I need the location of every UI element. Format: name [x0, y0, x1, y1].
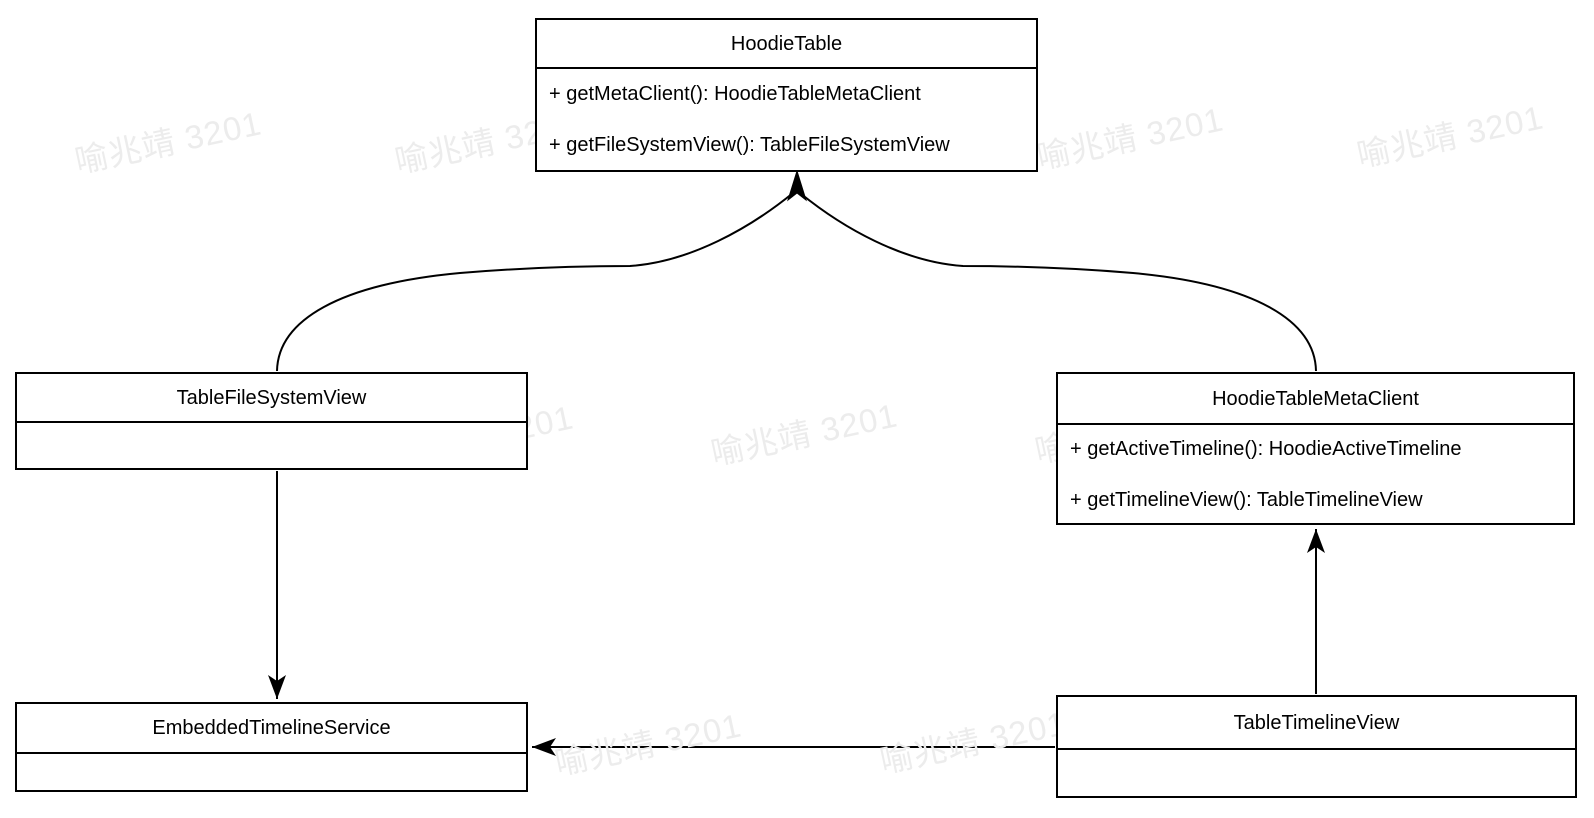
class-embeddedtimelineservice: EmbeddedTimelineService: [15, 702, 528, 792]
class-method: + getFileSystemView(): TableFileSystemVi…: [549, 134, 950, 156]
class-title: HoodieTable: [537, 20, 1036, 69]
class-title: TableFileSystemView: [17, 374, 526, 423]
class-title: HoodieTableMetaClient: [1058, 374, 1573, 425]
class-title: EmbeddedTimelineService: [17, 704, 526, 754]
class-tabletimelineview: TableTimelineView: [1056, 695, 1577, 798]
class-methods-compartment: [17, 754, 526, 790]
edge-hoodietablemetaclient-to-hoodietable: [799, 192, 1317, 372]
edge-tablefilesystemview-to-hoodietable: [276, 192, 794, 372]
class-method: + getTimelineView(): TableTimelineView: [1070, 488, 1423, 511]
class-methods-compartment: [17, 423, 526, 468]
class-method: + getActiveTimeline(): HoodieActiveTimel…: [1070, 437, 1462, 460]
class-title: TableTimelineView: [1058, 697, 1575, 750]
class-hoodietable: HoodieTable + getMetaClient(): HoodieTab…: [535, 18, 1038, 172]
class-method: + getMetaClient(): HoodieTableMetaClient: [549, 83, 921, 105]
edge-arrowhead-hoodietable-icon: [787, 169, 807, 202]
class-methods-compartment: + getActiveTimeline(): HoodieActiveTimel…: [1058, 425, 1573, 523]
class-hoodietablemetaclient: HoodieTableMetaClient + getActiveTimelin…: [1056, 372, 1575, 525]
class-methods-compartment: + getMetaClient(): HoodieTableMetaClient…: [537, 69, 1036, 170]
class-methods-compartment: [1058, 750, 1575, 796]
class-tablefilesystemview: TableFileSystemView: [15, 372, 528, 470]
